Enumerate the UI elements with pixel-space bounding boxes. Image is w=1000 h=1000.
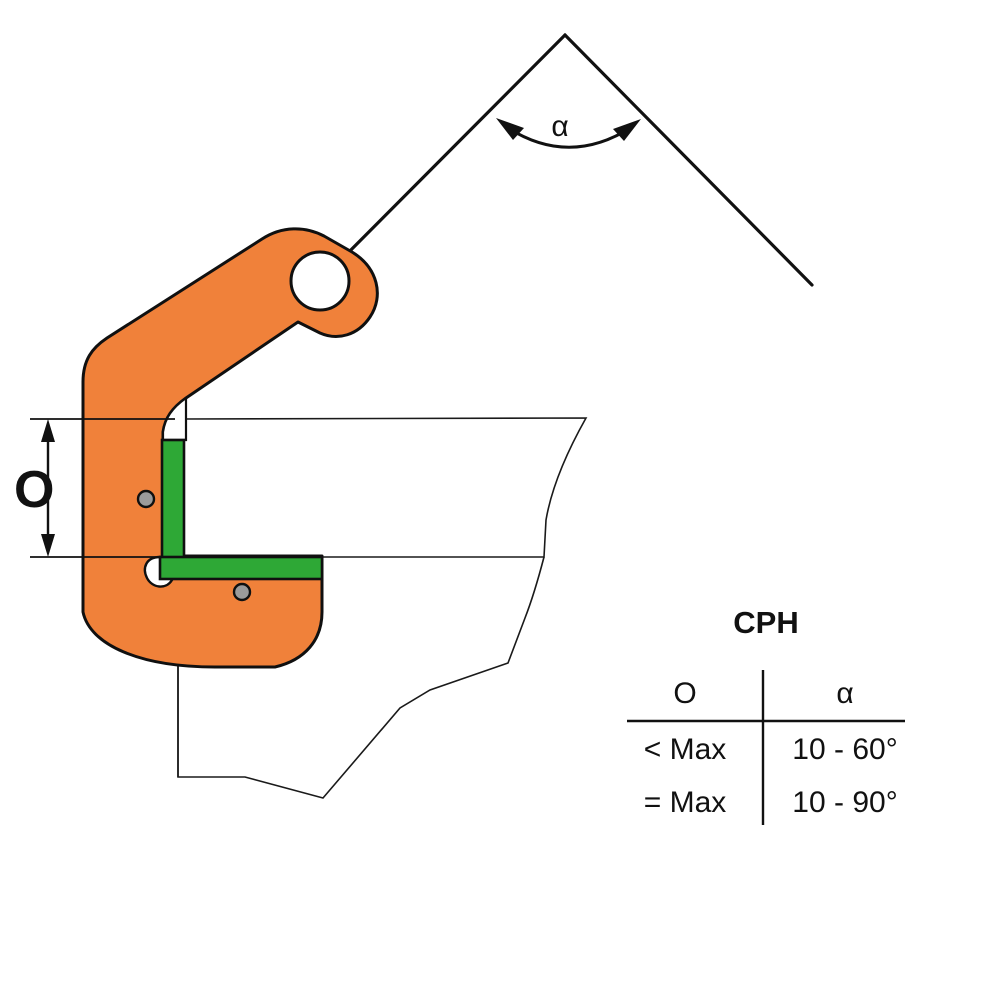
vertical-grip-pad [160,438,186,560]
workpiece-group [177,417,588,799]
sling-line-right [563,33,814,287]
spec-table-header-alpha: α [836,677,853,710]
dim-arrowhead-bottom [41,534,55,557]
spec-table: CPH O α < Max 10 - 60° = Max 10 - 90° [627,605,905,825]
table-row: = Max 10 - 90° [644,786,898,819]
spec-row2-alpha: 10 - 90° [792,786,897,819]
angle-arc [504,124,633,149]
spec-table-header-o: O [673,677,696,710]
opening-dimension-group: O [14,418,175,558]
table-row: < Max 10 - 60° [644,733,898,766]
dowel-pin-upper [136,489,156,509]
sling-angle-group: α [318,33,814,287]
sling-line-left [318,33,567,283]
clamp-group [81,227,379,669]
angle-arrowhead-left [496,118,524,140]
dim-arrowhead-top [41,419,55,442]
spec-row2-o: = Max [644,786,727,819]
opening-dimension-label: O [14,461,54,519]
dowel-pin-lower [232,582,252,602]
lifting-eye-hole [289,250,351,312]
angle-label: α [551,110,568,143]
angle-arrowhead-right [613,119,641,141]
spec-table-title: CPH [733,605,798,640]
spec-row1-alpha: 10 - 60° [792,733,897,766]
workpiece-lower-outline [177,556,545,799]
workpiece-upper-outline [182,417,588,558]
horizontal-grip-pad [158,555,324,581]
spec-row1-o: < Max [644,733,727,766]
